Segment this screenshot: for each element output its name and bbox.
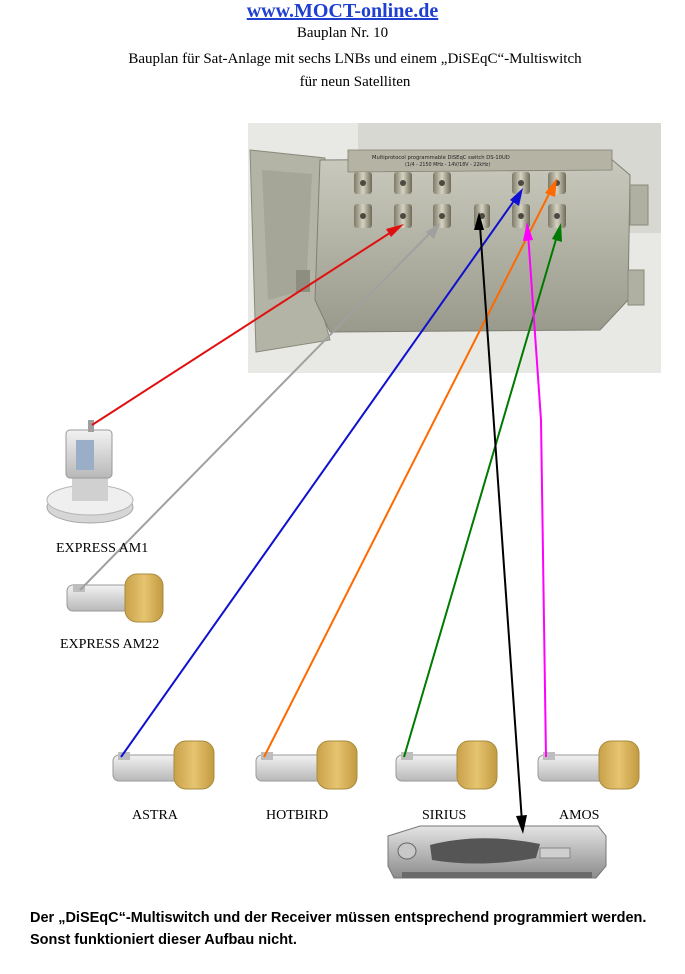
cable-receiver-arrow-top <box>474 212 484 230</box>
lnb-express-am1 <box>46 420 134 524</box>
footer-note: Der „DiSEqC“-Multiswitch und der Receive… <box>30 910 647 948</box>
switch-plate-text-1: Multiprotocol programmable DiSEqC switch… <box>372 155 510 161</box>
cable-hotbird-arrow <box>545 178 557 197</box>
cable-sirius-arrow <box>552 223 562 242</box>
cable-express-am1-arrow <box>386 224 404 237</box>
cable-amos-arrow <box>523 222 533 241</box>
plan-title-line2: für neun Satelliten <box>299 74 411 90</box>
cable-astra-arrow <box>510 188 523 206</box>
lnb-sirius <box>395 740 498 790</box>
plan-number: Bauplan Nr. 10 <box>296 25 389 41</box>
cable-sirius <box>403 235 558 758</box>
cable-express-am22-arrow <box>426 223 440 239</box>
switch-plate-text-2: (1/4 - 2150 MHz - 14V/18V - 22kHz) <box>405 162 490 168</box>
site-link[interactable]: www.MOCT-online.de <box>246 0 439 22</box>
cable-receiver <box>479 225 523 823</box>
receiver <box>387 825 607 879</box>
lnb-amos <box>537 740 640 790</box>
plan-title-line1: Bauplan für Sat-Anlage mit sechs LNBs un… <box>128 51 582 67</box>
cable-amos <box>527 232 547 758</box>
lnb-astra <box>112 740 215 790</box>
multiswitch: Multiprotocol programmable DiSEqC switch… <box>248 123 661 373</box>
cables <box>79 178 562 834</box>
lnb-express-am22 <box>66 573 164 623</box>
cable-hotbird <box>263 189 552 758</box>
label-amos: AMOS <box>559 808 600 823</box>
cable-express-am1 <box>91 228 397 426</box>
label-hotbird: HOTBIRD <box>266 808 329 823</box>
label-express-am1: EXPRESS AM1 <box>56 541 149 556</box>
label-astra: ASTRA <box>132 808 178 823</box>
cable-receiver-arrow <box>516 815 527 834</box>
cable-express-am22 <box>79 230 433 591</box>
label-sirius: SIRIUS <box>422 808 467 823</box>
lnb-hotbird <box>255 740 358 790</box>
cable-astra <box>120 197 517 758</box>
label-express-am22: EXPRESS AM22 <box>60 637 160 652</box>
